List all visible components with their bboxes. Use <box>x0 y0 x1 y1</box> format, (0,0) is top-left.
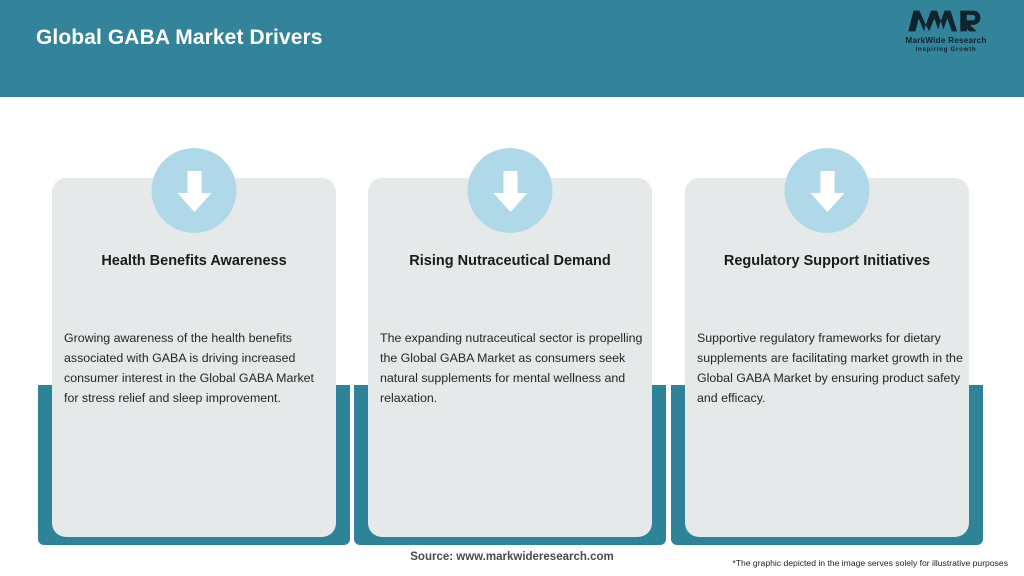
logo-company-name: MarkWide Research <box>905 36 987 45</box>
driver-card-1[interactable]: Health Benefits Awareness Growing awaren… <box>36 148 352 548</box>
header-bar <box>0 0 1024 97</box>
arrow-down-icon <box>467 148 553 233</box>
mwr-monogram-icon <box>908 10 981 32</box>
card-surface <box>368 178 652 537</box>
card-surface <box>52 178 336 537</box>
brand-logo: MarkWide Research Inspiring Growth <box>890 8 1002 64</box>
card-title: Regulatory Support Initiatives <box>723 253 931 269</box>
source-label: Source: www.markwideresearch.com <box>410 551 614 563</box>
card-description: The expanding nutraceutical sector is pr… <box>380 331 643 406</box>
arrow-down-glyph <box>177 170 211 212</box>
arrow-down-icon <box>784 148 870 233</box>
card-surface <box>685 178 969 537</box>
arrow-down-glyph <box>493 170 527 212</box>
card-title: Rising Nutraceutical Demand <box>409 253 611 269</box>
card-description: Supportive regulatory frameworks for die… <box>697 331 963 406</box>
arrow-down-icon <box>151 148 237 233</box>
card-description: Growing awareness of the health benefits… <box>64 331 314 406</box>
disclaimer-label: *The graphic depicted in the image serve… <box>732 558 1008 568</box>
arrow-down-glyph <box>810 170 844 212</box>
logo-tagline: Inspiring Growth <box>915 46 977 53</box>
driver-card-2[interactable]: Rising Nutraceutical Demand The expandin… <box>352 148 668 548</box>
page-title: Global GABA Market Drivers <box>36 26 323 49</box>
driver-card-3[interactable]: Regulatory Support Initiatives Supportiv… <box>669 148 985 548</box>
card-title: Health Benefits Awareness <box>101 253 287 269</box>
